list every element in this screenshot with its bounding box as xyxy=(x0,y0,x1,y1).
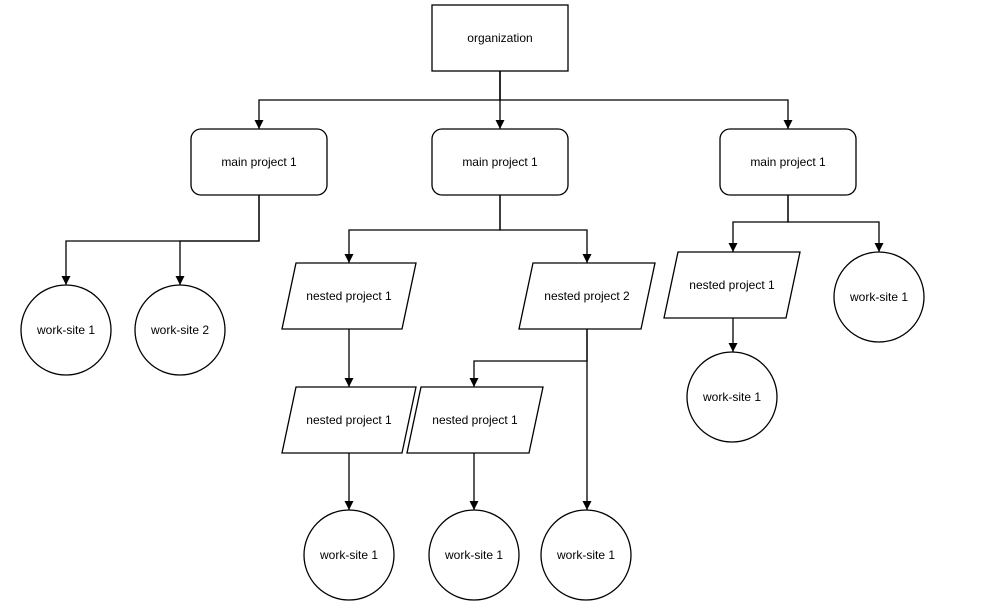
connector-main-1-to-ws-a xyxy=(61,195,260,285)
node-np-a[interactable]: nested project 1 xyxy=(281,262,417,330)
node-main-2[interactable]: main project 1 xyxy=(431,128,569,196)
node-shape-rounded-rect xyxy=(719,128,857,196)
connector-organization-to-main-3 xyxy=(499,71,793,129)
node-shape-parallelogram xyxy=(281,386,417,454)
node-shape-circle xyxy=(540,509,632,601)
node-shape-circle xyxy=(303,509,395,601)
node-shape-parallelogram xyxy=(406,386,544,454)
node-label: main project 1 xyxy=(462,155,538,169)
node-label: work-site 1 xyxy=(319,548,378,562)
node-ws-d[interactable]: work-site 1 xyxy=(428,509,520,601)
node-label: nested project 1 xyxy=(306,289,392,303)
connector-main-2-to-np-a xyxy=(344,195,501,263)
connector-organization-to-main-1 xyxy=(254,71,501,129)
node-np-b[interactable]: nested project 2 xyxy=(518,262,656,330)
node-ws-c[interactable]: work-site 1 xyxy=(303,509,395,601)
node-shape-parallelogram xyxy=(518,262,656,330)
node-ws-f[interactable]: work-site 1 xyxy=(686,351,778,443)
node-label: work-site 2 xyxy=(150,323,209,337)
node-np-c[interactable]: nested project 1 xyxy=(281,386,417,454)
node-np-e[interactable]: nested project 1 xyxy=(663,251,801,319)
connectors xyxy=(61,71,884,510)
node-organization[interactable]: organization xyxy=(431,4,569,72)
node-main-1[interactable]: main project 1 xyxy=(190,128,328,196)
node-main-3[interactable]: main project 1 xyxy=(719,128,857,196)
node-label: main project 1 xyxy=(750,155,826,169)
nodes: organization main project 1 main project 1… xyxy=(20,4,925,601)
connector-np-b-to-np-d xyxy=(469,329,588,387)
node-ws-b[interactable]: work-site 2 xyxy=(134,284,226,376)
node-shape-parallelogram xyxy=(663,251,801,319)
node-label: work-site 1 xyxy=(702,390,761,404)
node-label: work-site 1 xyxy=(444,548,503,562)
node-shape-circle xyxy=(134,284,226,376)
node-label: nested project 1 xyxy=(306,413,392,427)
node-ws-e[interactable]: work-site 1 xyxy=(540,509,632,601)
node-shape-parallelogram xyxy=(281,262,417,330)
node-shape-circle xyxy=(20,284,112,376)
node-label: main project 1 xyxy=(221,155,297,169)
connector-main-1-to-ws-b xyxy=(175,195,260,285)
connector-main-3-to-ws-g xyxy=(787,195,884,252)
node-label: nested project 1 xyxy=(689,278,775,292)
node-shape-rounded-rect xyxy=(190,128,328,196)
node-label: work-site 1 xyxy=(849,290,908,304)
node-shape-rect xyxy=(431,4,569,72)
node-shape-circle xyxy=(686,351,778,443)
node-ws-a[interactable]: work-site 1 xyxy=(20,284,112,376)
node-label: nested project 1 xyxy=(432,413,518,427)
node-shape-circle xyxy=(428,509,520,601)
node-shape-rounded-rect xyxy=(431,128,569,196)
connector-main-2-to-np-b xyxy=(499,195,592,263)
node-label: organization xyxy=(467,31,532,45)
connector-main-3-to-np-e xyxy=(728,195,789,252)
node-label: nested project 2 xyxy=(544,289,630,303)
node-shape-circle xyxy=(833,251,925,343)
node-label: work-site 1 xyxy=(36,323,95,337)
node-np-d[interactable]: nested project 1 xyxy=(406,386,544,454)
node-ws-g[interactable]: work-site 1 xyxy=(833,251,925,343)
node-label: work-site 1 xyxy=(556,548,615,562)
